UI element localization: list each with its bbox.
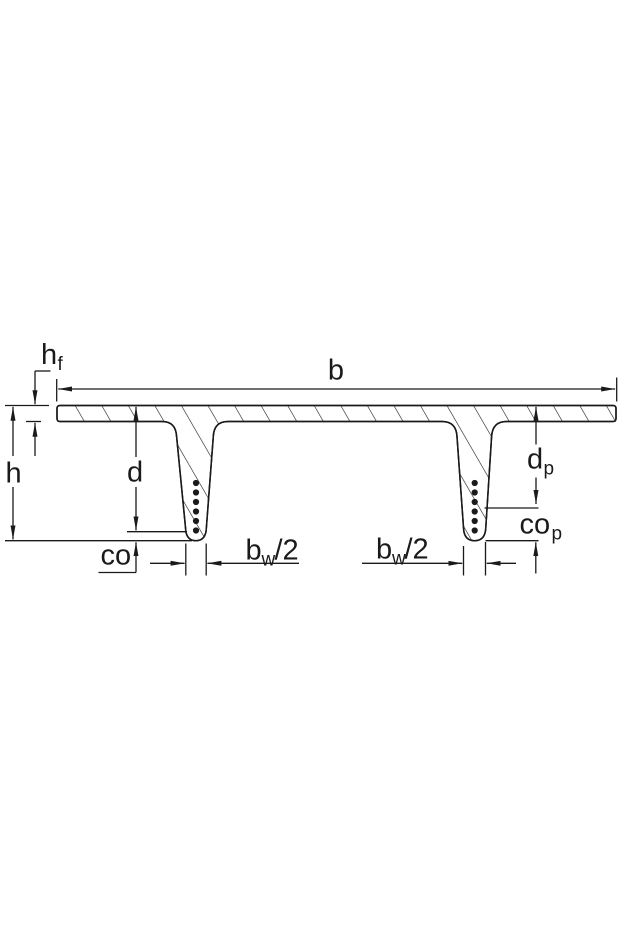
strand-dots-left-web bbox=[192, 479, 200, 534]
dim-h: h bbox=[5, 404, 192, 542]
dim-label-hf-sub: f bbox=[58, 354, 64, 375]
dim-cop: co p bbox=[485, 509, 563, 574]
dim-label-bw2-left: b bbox=[246, 535, 262, 567]
dim-bw2-left: b w /2 bbox=[150, 535, 299, 576]
dim-label-cop: co bbox=[520, 509, 551, 541]
dim-label-cop-sub: p bbox=[552, 524, 563, 545]
dim-label-bw2-left-sub: w bbox=[261, 550, 276, 571]
dim-label-dp: d bbox=[527, 444, 543, 476]
beam-outline bbox=[56, 404, 617, 542]
dim-label-dp-sub: p bbox=[544, 459, 555, 480]
dim-hf: h f bbox=[26, 339, 64, 456]
dim-label-co: co bbox=[101, 540, 132, 572]
dim-dp: d p bbox=[484, 406, 555, 509]
strand-dots-right-web bbox=[471, 479, 478, 534]
dim-label-bw2-right: b bbox=[376, 534, 392, 566]
dim-d: d bbox=[127, 406, 187, 533]
dim-bw2-right: b w /2 bbox=[362, 534, 516, 576]
dim-label-h: h bbox=[6, 458, 22, 490]
concrete-hatch-fill bbox=[56, 404, 617, 542]
dim-b: b bbox=[56, 355, 618, 402]
dim-label-hf: h bbox=[41, 339, 57, 371]
dim-co: co bbox=[98, 540, 139, 574]
dim-label-d: d bbox=[127, 457, 143, 489]
dim-label-bw2-right-suffix: /2 bbox=[405, 534, 429, 566]
dim-label-bw2-left-suffix: /2 bbox=[275, 535, 299, 567]
dim-label-b: b bbox=[328, 355, 344, 387]
dim-label-bw2-right-sub: w bbox=[391, 549, 406, 570]
